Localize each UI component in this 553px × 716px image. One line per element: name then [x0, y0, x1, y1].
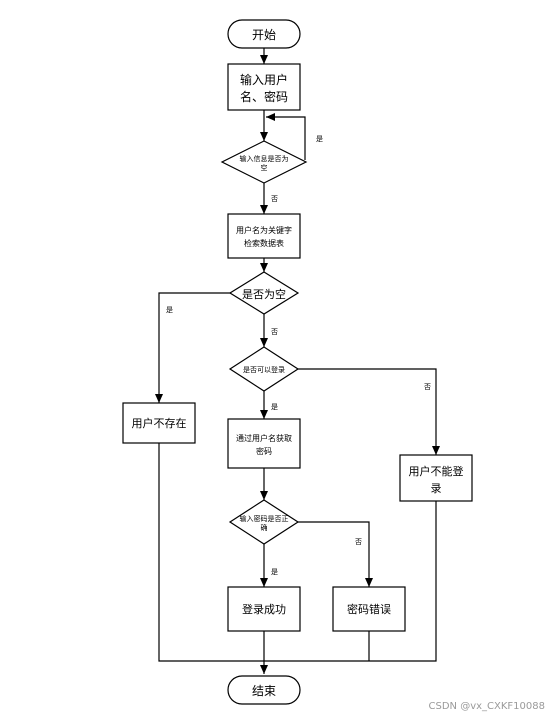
check-empty-line1: 输入信息是否为: [240, 154, 289, 163]
process-shape: [227, 586, 301, 632]
search-db-line2: 检索数据表: [244, 238, 284, 248]
search-db-line1: 用户名为关键字: [236, 225, 292, 235]
login-success-label: 登录成功: [242, 602, 286, 616]
is-empty-label: 是否为空: [242, 287, 286, 301]
password-error-label: 密码错误: [347, 602, 391, 616]
user-cannot-login-line1: 用户不能登: [409, 464, 464, 478]
node-password-error: 密码错误: [332, 586, 406, 632]
decision-shape: [228, 271, 300, 315]
node-can-login: 是否可以登录: [228, 346, 300, 392]
label-yes-isempty: 是: [166, 306, 173, 314]
node-input-user: 输入用户 名、密码: [227, 63, 301, 111]
user-not-exist-label: 用户不存在: [132, 416, 187, 430]
node-start: 开始: [227, 19, 301, 49]
edge-canlogin-no-to-cannot: [298, 368, 440, 455]
edge-isempty-yes-to-notexist: [155, 292, 231, 403]
process-shape: [122, 402, 196, 444]
label-no-canlogin: 否: [424, 383, 431, 391]
watermark: CSDN @vx_CXKF10088: [428, 701, 545, 712]
node-search-db: 用户名为关键字 检索数据表: [227, 213, 301, 259]
start-label: 开始: [252, 28, 276, 42]
connectors: [155, 48, 440, 674]
process-shape: [332, 586, 406, 632]
label-no-isempty: 否: [271, 328, 278, 336]
edge-check-yes-loop: [266, 113, 306, 160]
check-empty-line2: 空: [261, 163, 268, 172]
check-password-line2: 确: [261, 523, 268, 532]
input-user-line1: 输入用户: [240, 72, 288, 87]
decision-shape: [220, 140, 308, 184]
get-password-line1: 通过用户名获取: [236, 433, 292, 443]
terminal-shape: [227, 675, 301, 705]
edge-merge-bottom: [158, 443, 437, 662]
process-shape: [399, 454, 473, 502]
node-end: 结束: [227, 675, 301, 705]
label-no-check: 否: [271, 195, 278, 203]
process-shape: [227, 213, 301, 259]
node-user-not-exist: 用户不存在: [122, 402, 196, 444]
node-user-cannot-login: 用户不能登 录: [399, 454, 473, 502]
node-is-empty: 是否为空: [228, 271, 300, 315]
node-check-empty: 输入信息是否为 空: [220, 140, 308, 184]
terminal-shape: [227, 19, 301, 49]
end-label: 结束: [252, 684, 276, 698]
decision-shape: [228, 499, 300, 545]
input-user-line2: 名、密码: [240, 89, 288, 104]
can-login-label: 是否可以登录: [243, 365, 285, 374]
node-get-password: 通过用户名获取 密码: [227, 418, 301, 469]
label-yes-checkpw: 是: [271, 568, 278, 576]
node-login-success: 登录成功: [227, 586, 301, 632]
process-shape: [227, 418, 301, 469]
node-check-password: 输入密码是否正 确: [228, 499, 300, 545]
edge-checkpw-no-to-error: [298, 521, 373, 587]
label-no-checkpw: 否: [355, 538, 362, 546]
label-yes-canlogin: 是: [271, 403, 278, 411]
user-cannot-login-line2: 录: [431, 482, 442, 495]
decision-shape: [228, 346, 300, 392]
process-shape: [227, 63, 301, 111]
get-password-line2: 密码: [256, 446, 272, 456]
label-yes-loop: 是: [316, 135, 323, 143]
check-password-line1: 输入密码是否正: [240, 514, 289, 523]
